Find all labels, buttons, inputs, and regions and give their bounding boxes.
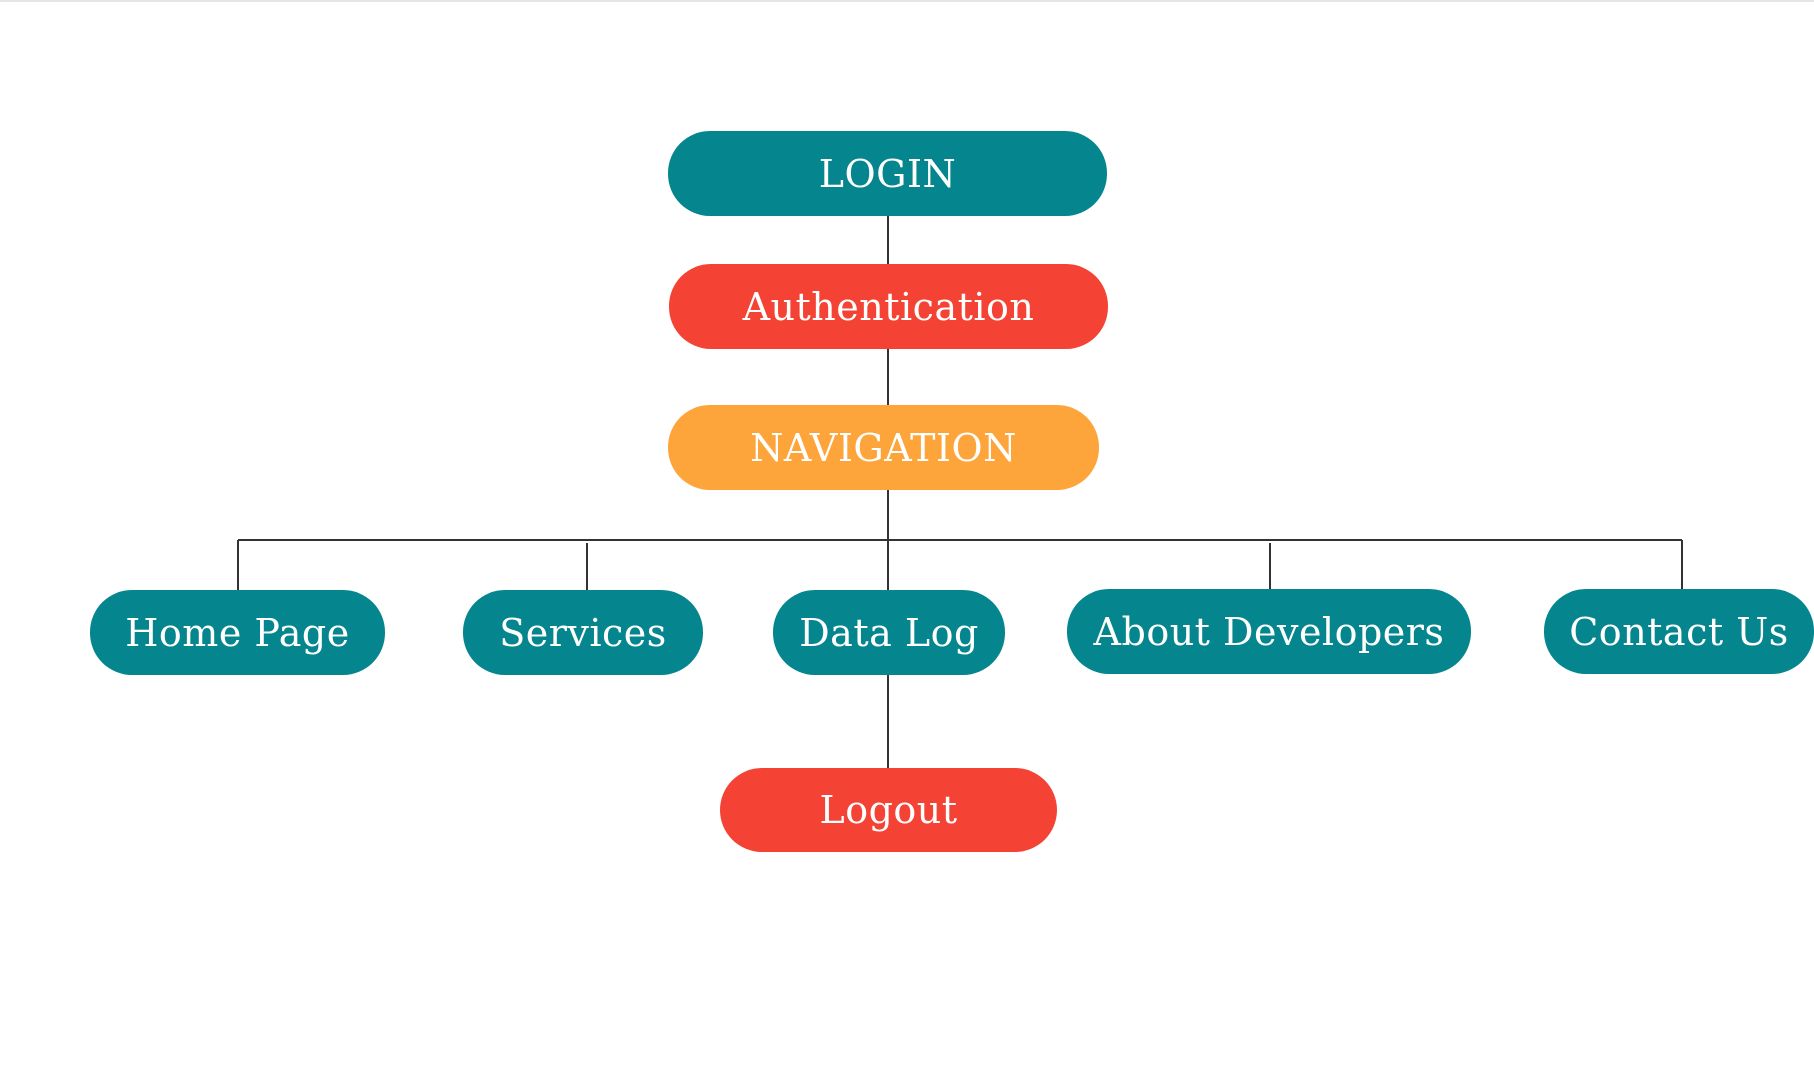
node-contact-us-label: Contact Us (1569, 609, 1789, 654)
node-home-page-label: Home Page (125, 610, 350, 655)
node-services-label: Services (499, 610, 667, 655)
node-authentication[interactable]: Authentication (669, 264, 1108, 349)
node-data-log[interactable]: Data Log (773, 590, 1005, 675)
node-about-developers-label: About Developers (1093, 609, 1445, 654)
node-logout[interactable]: Logout (720, 768, 1057, 852)
node-data-log-label: Data Log (799, 610, 979, 655)
node-services[interactable]: Services (463, 590, 703, 675)
node-about-developers[interactable]: About Developers (1067, 589, 1471, 674)
node-login-label: LOGIN (818, 151, 957, 196)
node-authentication-label: Authentication (742, 284, 1035, 329)
node-login[interactable]: LOGIN (668, 131, 1107, 216)
node-contact-us[interactable]: Contact Us (1544, 589, 1814, 674)
top-divider (0, 0, 1814, 2)
node-home-page[interactable]: Home Page (90, 590, 385, 675)
node-navigation-label: NAVIGATION (750, 425, 1017, 470)
node-navigation[interactable]: NAVIGATION (668, 405, 1099, 490)
node-logout-label: Logout (819, 788, 958, 832)
